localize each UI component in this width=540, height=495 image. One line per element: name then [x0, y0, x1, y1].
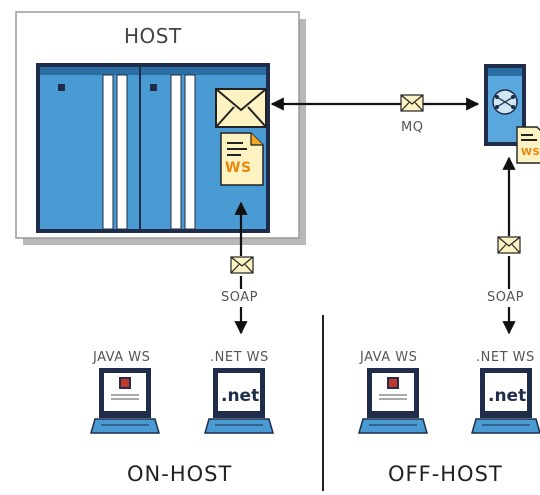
on-host-label: ON-HOST: [127, 462, 233, 486]
laptop-left-net-icon: [204, 368, 274, 434]
soap-right-envelope-icon: [497, 236, 521, 254]
mq-label: MQ: [401, 120, 424, 135]
host-envelope-icon: [215, 88, 267, 128]
laptop-left-java-icon: [90, 368, 160, 434]
host-title: HOST: [124, 24, 182, 48]
soap-left-label: SOAP: [221, 290, 258, 305]
offhost-ws-label: WS: [521, 147, 540, 158]
laptop-right-net-icon: [471, 368, 540, 434]
client-left-net-label: .NET WS: [210, 350, 269, 365]
client-right-java-label: JAVA WS: [360, 350, 418, 365]
soap-right-label: SOAP: [487, 290, 524, 305]
client-right-net-label: .NET WS: [476, 350, 535, 365]
off-host-label: OFF-HOST: [388, 462, 503, 486]
host-ws-document-icon: [220, 132, 264, 186]
left-net-screen-logo: .net: [221, 386, 260, 406]
mq-envelope-icon: [400, 94, 424, 112]
host-ws-label: WS: [225, 160, 252, 176]
laptop-right-java-icon: [358, 368, 428, 434]
offhost-ws-document-icon: [516, 126, 540, 164]
right-net-screen-logo: .net: [488, 386, 527, 406]
soap-left-envelope-icon: [230, 256, 254, 274]
client-left-java-label: JAVA WS: [93, 350, 151, 365]
